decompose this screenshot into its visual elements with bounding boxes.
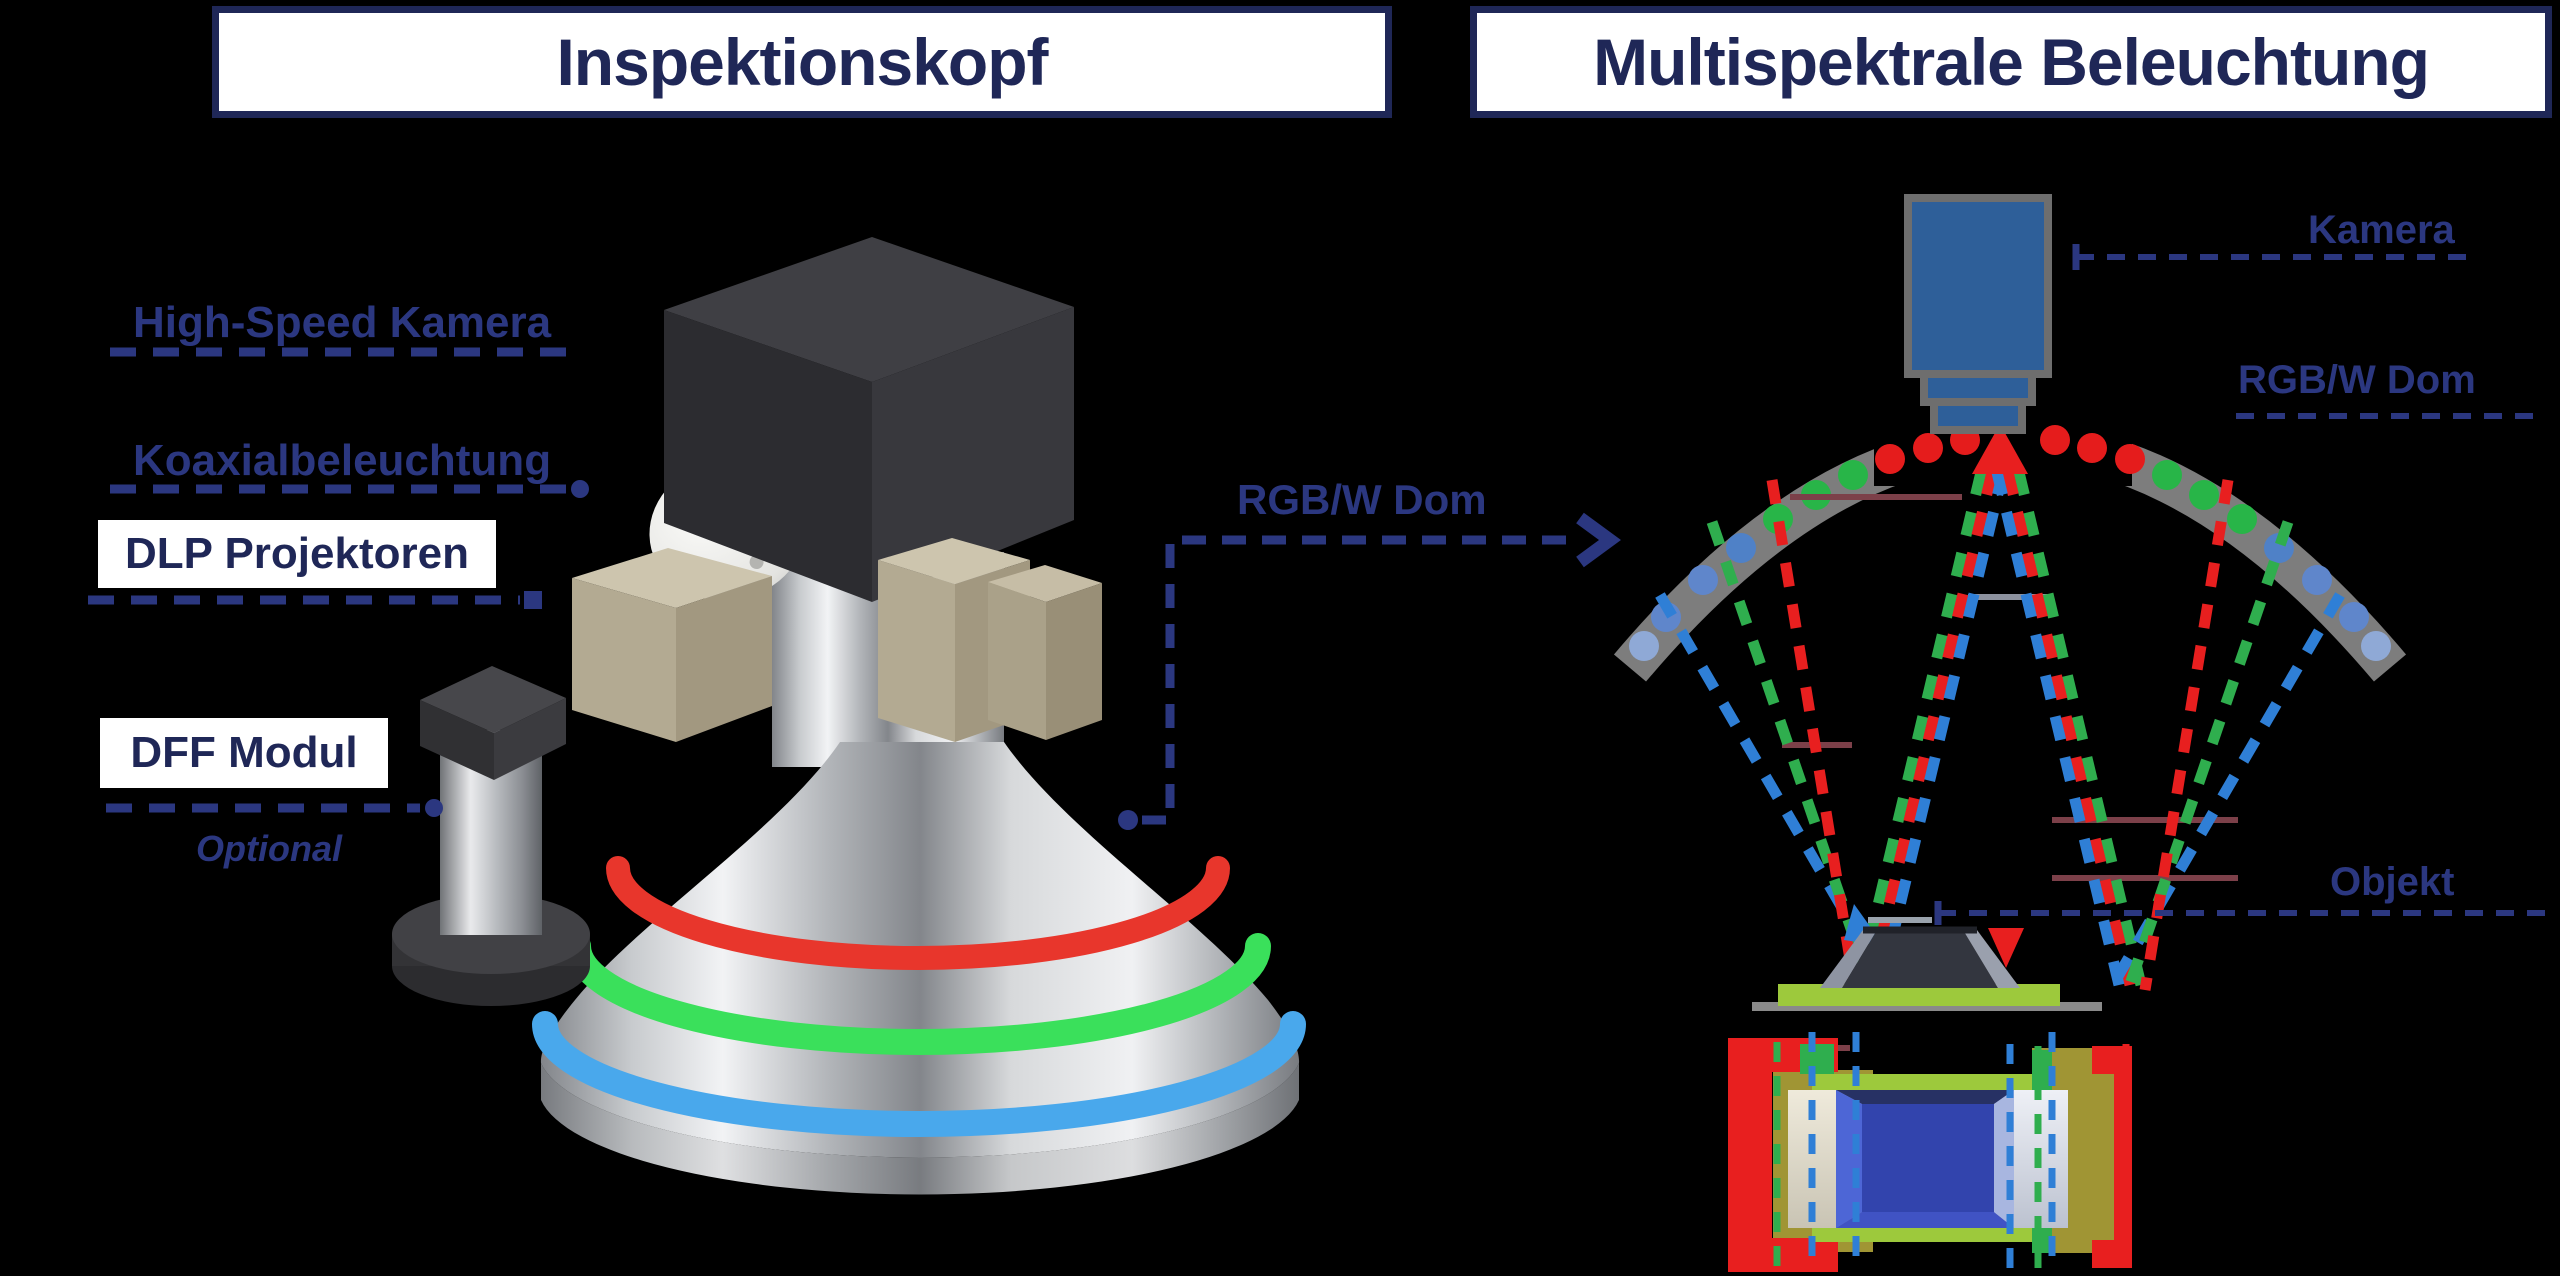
label-rgbw-dom-connector: RGB/W Dom xyxy=(1237,476,1487,523)
connector-arrow xyxy=(1576,512,1621,568)
dff-module-render xyxy=(392,666,590,1006)
ring-to-dome-connector xyxy=(1118,512,1621,830)
label-dff-modul: DFF Modul xyxy=(100,718,388,788)
left-panel-title: Inspektionskopf xyxy=(212,6,1392,118)
dlp-line-end xyxy=(524,591,542,609)
label-dlp-projektoren: DLP Projektoren xyxy=(98,520,496,588)
object-detail-figure xyxy=(1728,1032,2132,1272)
dome-leds xyxy=(1629,425,2391,661)
inspection-head-render xyxy=(532,237,1306,1195)
label-objekt: Objekt xyxy=(2330,860,2455,904)
right-panel-title: Multispektrale Beleuchtung xyxy=(1470,6,2552,118)
label-high-speed-kamera: High-Speed Kamera xyxy=(133,298,552,347)
ray-left-red xyxy=(1766,479,1861,991)
ray-right-green xyxy=(2122,520,2294,992)
ring-light-green xyxy=(565,933,1271,1055)
object-ray-arrow-red xyxy=(1988,928,2024,968)
dff-line-dot xyxy=(425,799,443,817)
head-camera-cube xyxy=(664,237,1074,602)
object-stage xyxy=(1752,917,2102,1011)
koaxial-line-dot xyxy=(571,480,589,498)
ring-light-blue xyxy=(532,1011,1306,1137)
camera-ray-arrow xyxy=(1972,424,2028,474)
dome-camera xyxy=(1904,194,2052,434)
label-lines-left xyxy=(88,347,578,813)
label-optional: Optional xyxy=(196,828,342,869)
label-koaxialbeleuchtung: Koaxialbeleuchtung xyxy=(133,436,552,485)
ray-left-green xyxy=(1706,520,1878,992)
label-rgbw-dom-right: RGB/W Dom xyxy=(2238,358,2476,402)
label-lines-right xyxy=(1938,254,2552,916)
detail-component xyxy=(1836,1090,2014,1228)
detail-boundary-dashes xyxy=(1729,1032,2130,1272)
dlp-projector-blocks xyxy=(572,538,1102,742)
ring-light-red xyxy=(606,856,1230,970)
label-kamera: Kamera xyxy=(2308,208,2455,252)
ray-right-red xyxy=(2139,479,2234,991)
